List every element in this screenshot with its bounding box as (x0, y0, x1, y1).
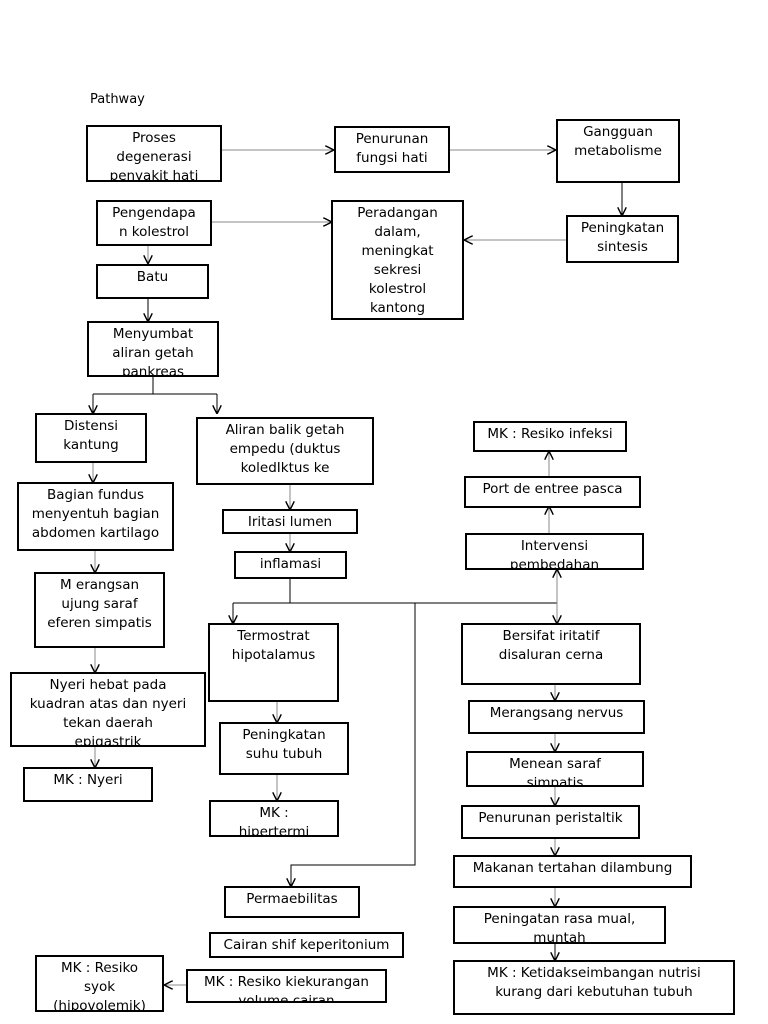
node-penurunan-peristaltik: Penurunan peristaltik (461, 805, 640, 839)
node-intervensi: Intervensi pembedahan (465, 533, 644, 570)
node-distensi: Distensi kantung (35, 413, 147, 463)
node-mual-muntah: Peningatan rasa mual, muntah (453, 906, 666, 944)
node-cairan-shif: Cairan shif keperitonium (209, 932, 404, 958)
node-permeabilitas: Permaebilitas (224, 886, 360, 918)
node-nyeri-hebat: Nyeri hebat pada kuadran atas dan nyeri … (10, 672, 206, 747)
node-menekan-saraf: Menean saraf simpatis (466, 751, 644, 787)
node-gangguan-metabolisme: Gangguan metabolisme (556, 119, 680, 183)
node-mk-ketidakseimbangan: MK : Ketidakseimbangan nutrisi kurang da… (453, 960, 735, 1015)
node-peningkatan-sintesis: Peningkatan sintesis (566, 215, 679, 263)
node-peningkatan-suhu: Peningkatan suhu tubuh (219, 722, 349, 775)
diagram-title: Pathway (90, 92, 145, 107)
node-peradangan: Peradangan dalam, meningkat sekresi kole… (331, 200, 464, 320)
node-mk-resiko-syok: MK : Resiko syok (hipovolemik) (35, 955, 164, 1012)
node-mk-resiko-kekurangan: MK : Resiko kiekurangan volume cairan (186, 969, 387, 1003)
node-mk-hipertermi: MK : hipertermi (209, 800, 339, 837)
node-merangsang-nervus: Merangsang nervus (468, 700, 645, 734)
node-aliran-balik: Aliran balik getah empedu (duktus koledI… (196, 417, 374, 485)
node-penurunan-fungsi: Penurunan fungsi hati (334, 126, 450, 173)
node-pengendapan: Pengendapa n kolestrol (96, 200, 212, 246)
node-port-de-entree: Port de entree pasca (464, 476, 641, 508)
node-bersifat-iritatif: Bersifat iritatif disaluran cerna (461, 623, 641, 685)
arrow-split-to-permeabilitas (291, 603, 416, 886)
node-proses-degenerasi: Proses degenerasi penyakit hati (86, 125, 222, 182)
node-termostrat: Termostrat hipotalamus (208, 623, 339, 702)
node-mk-resiko-infeksi: MK : Resiko infeksi (473, 421, 627, 452)
line-menyumbat-split (93, 376, 217, 395)
node-batu: Batu (96, 264, 209, 299)
node-makanan-tertahan: Makanan tertahan dilambung (453, 855, 692, 888)
node-inflamasi: inflamasi (234, 551, 347, 579)
node-iritasi-lumen: Iritasi lumen (222, 509, 358, 534)
node-menyumbat: Menyumbat aliran getah pankreas (87, 321, 219, 377)
node-mk-nyeri: MK : Nyeri (23, 767, 153, 802)
node-merangsang-ujung-saraf: M erangsan ujung saraf eferen simpatis (34, 572, 165, 648)
node-bagian-fundus: Bagian fundus menyentuh bagian abdomen k… (17, 482, 174, 551)
line-inflamasi-split (233, 578, 557, 604)
